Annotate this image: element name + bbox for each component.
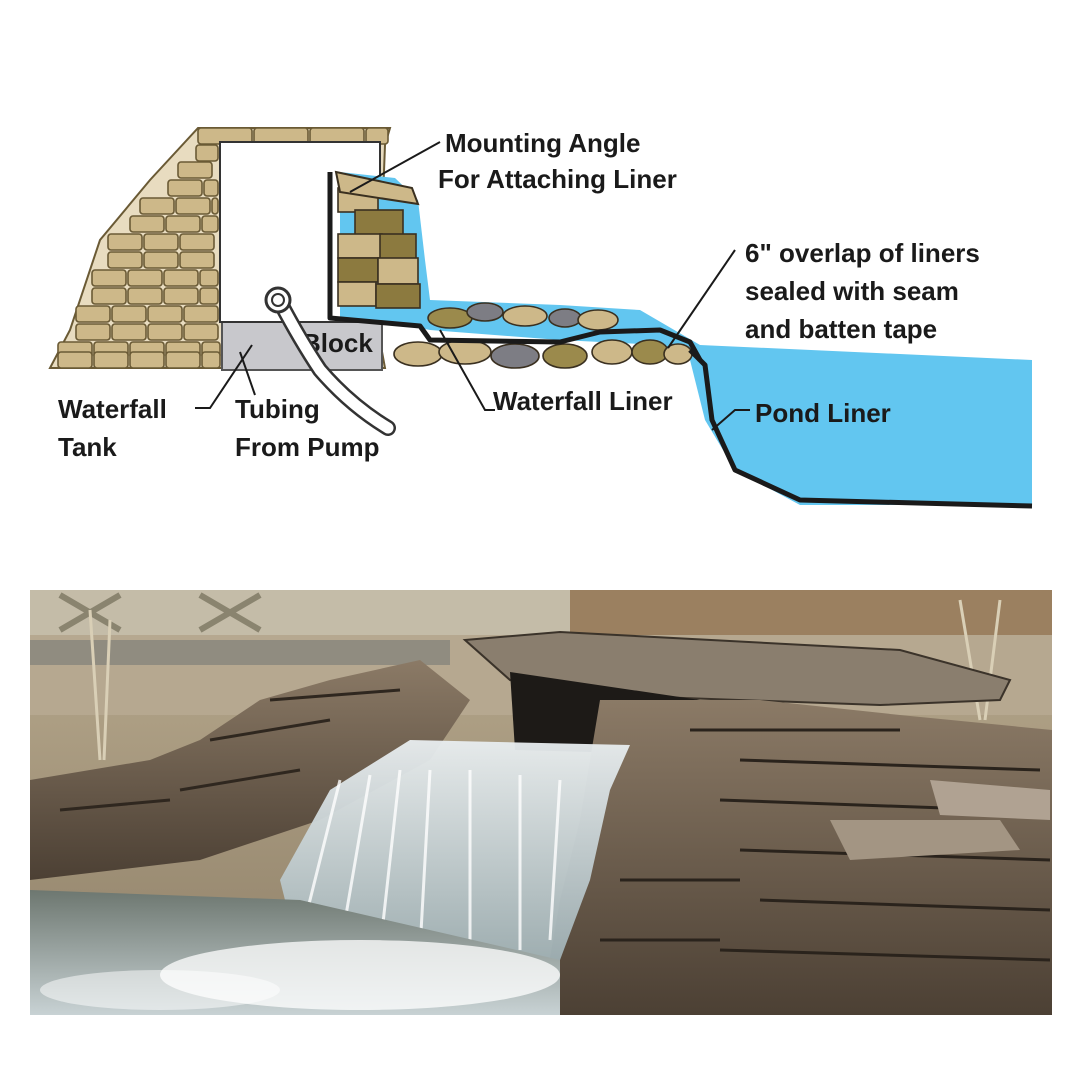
stone-brick: [91, 269, 127, 287]
stone-brick: [163, 287, 199, 305]
stone-brick: [107, 251, 143, 269]
leader-lines: [195, 141, 750, 431]
mounting-angle: [334, 170, 420, 206]
stone-brick: [129, 351, 165, 369]
stone-brick: [183, 305, 219, 323]
stone-brick: [57, 351, 93, 369]
stone-brick: [201, 215, 219, 233]
stone-brick: [175, 197, 211, 215]
stone-brick: [163, 269, 199, 287]
stone-brick: [127, 269, 163, 287]
stone-brick: [129, 215, 165, 233]
stone-brick: [147, 323, 183, 341]
stone-brick: [165, 351, 201, 369]
stone-brick: [147, 305, 183, 323]
stone-brick: [177, 161, 213, 179]
waterfall-liner: [327, 172, 703, 362]
stone-brick: [93, 351, 129, 369]
tubing: [264, 286, 396, 436]
stone-brick: [75, 305, 111, 323]
stone-brick: [195, 144, 219, 162]
stone-brick: [107, 233, 143, 251]
stone-brick: [183, 323, 219, 341]
stone-brick: [167, 179, 203, 197]
stone-brick: [91, 287, 127, 305]
overlap-label: 6" overlap of liners sealed with seam an…: [745, 238, 987, 344]
stone-brick: [165, 215, 201, 233]
stone-brick: [201, 351, 221, 369]
tubing-label: Tubing From Pump: [235, 394, 379, 462]
stone-brick: [127, 287, 163, 305]
stone-brick: [211, 197, 219, 215]
stone-brick: [143, 251, 179, 269]
stone-brick: [139, 197, 175, 215]
stone-brick: [179, 233, 215, 251]
cross-section-diagram: Block: [48, 127, 1033, 509]
stone-brick: [199, 269, 219, 287]
pond-liner: [688, 348, 1033, 509]
stone-brick: [143, 233, 179, 251]
stone-brick: [199, 287, 219, 305]
stone-brick: [203, 179, 219, 197]
stone-brick: [179, 251, 215, 269]
stone-brick: [111, 305, 147, 323]
mounting-angle-label: Mounting Angle For Attaching Liner: [438, 128, 677, 194]
stone-brick: [111, 323, 147, 341]
stone-waterfall-photo: [30, 590, 1052, 1015]
diagram-labels: Mounting Angle For Attaching Liner 6" ov…: [58, 128, 987, 462]
waterfall-stones: [337, 187, 693, 369]
pond-liner-label: Pond Liner: [755, 398, 891, 428]
waterfall-tank-label: Waterfall Tank: [58, 394, 174, 462]
waterfall-liner-label: Waterfall Liner: [493, 386, 673, 416]
stone-brick: [75, 323, 111, 341]
